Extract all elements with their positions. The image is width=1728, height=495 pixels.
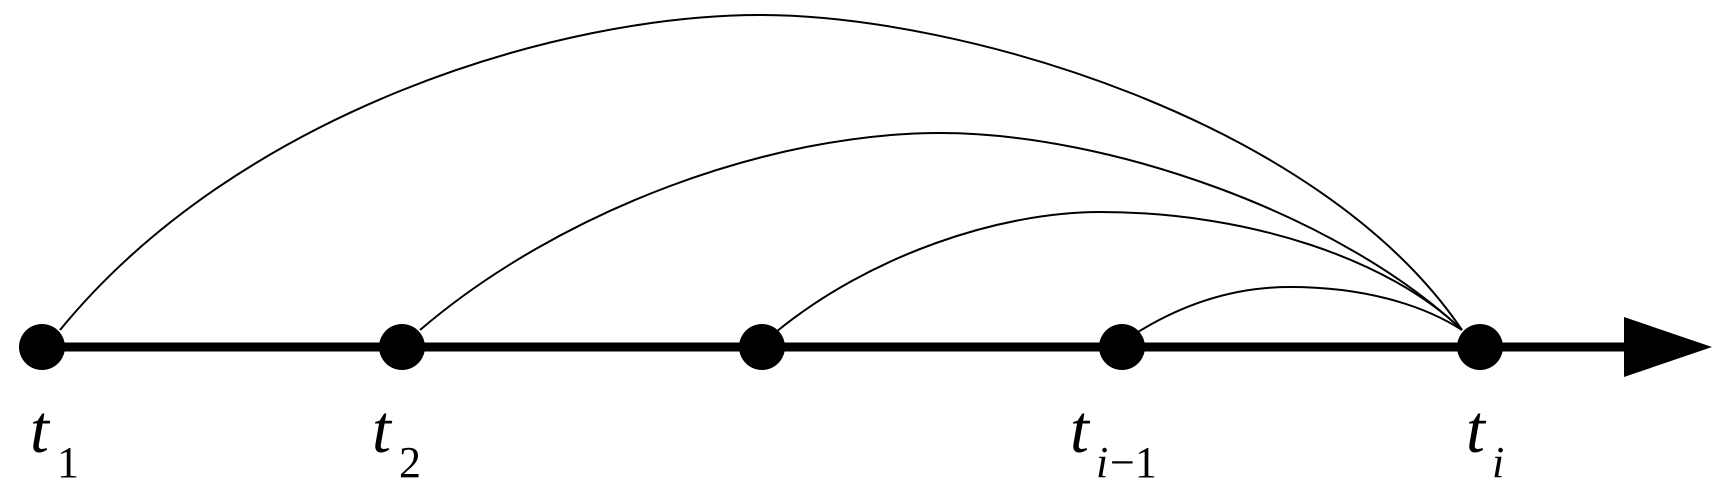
label-ti-subvar: i	[1492, 438, 1504, 487]
label-ti: t i	[1466, 391, 1504, 487]
label-t1-sub: 1	[57, 438, 79, 487]
node-t3	[739, 324, 785, 370]
label-ti-1: t i −1	[1070, 391, 1157, 487]
arc-t1-to-ti	[59, 13, 1463, 331]
node-t2	[379, 324, 425, 370]
label-t1-main: t	[30, 391, 51, 467]
label-ti-1-subvar: i	[1096, 438, 1108, 487]
label-ti-main: t	[1466, 391, 1487, 467]
axis-arrowhead	[1624, 317, 1712, 377]
label-ti-1-sub: −1	[1110, 438, 1157, 487]
arc-t3-to-ti	[775, 210, 1463, 333]
label-t2-sub: 2	[399, 438, 421, 487]
label-t2-main: t	[372, 391, 393, 467]
arc-t2-to-ti	[419, 131, 1463, 331]
node-t1	[19, 324, 65, 370]
label-ti-1-main: t	[1070, 391, 1091, 467]
node-ti-1	[1099, 324, 1145, 370]
arc-ti-1-to-ti	[1137, 285, 1463, 333]
label-t1: t 1	[30, 391, 79, 487]
node-ti	[1457, 324, 1503, 370]
label-t2: t 2	[372, 391, 421, 487]
